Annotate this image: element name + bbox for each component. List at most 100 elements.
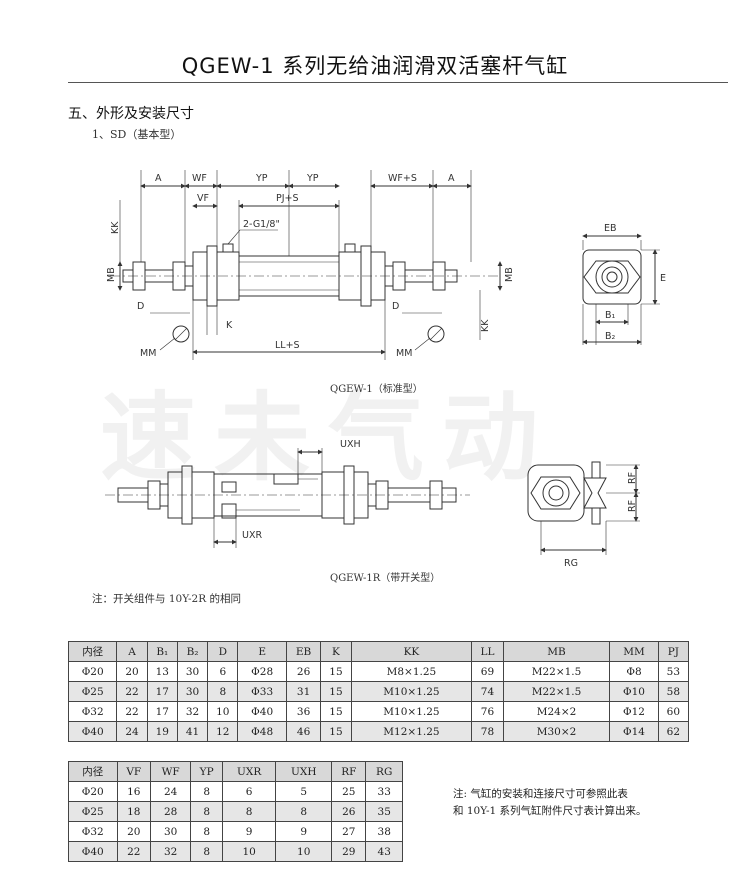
table-cell: 30 — [176, 681, 209, 702]
table-header-cell: MB — [502, 641, 611, 662]
page-title: QGEW-1 系列无给油润滑双活塞杆气缸 — [181, 54, 569, 78]
dim-label-mb-right: MB — [504, 267, 515, 282]
dim-label-kk-left: KK — [110, 221, 121, 234]
table-cell: 69 — [471, 661, 504, 682]
table-cell: M30×2 — [502, 721, 611, 742]
table-cell: 20 — [116, 661, 148, 682]
table-cell: 32 — [176, 701, 209, 722]
table-header-cell: B₂ — [176, 641, 209, 662]
table-cell: 6 — [207, 661, 239, 682]
table-cell: 20 — [116, 821, 152, 842]
table-header-cell: UXR — [221, 761, 277, 782]
table-cell: 15 — [320, 721, 352, 742]
table-header-cell: EB — [285, 641, 322, 662]
table-header-cell: A — [116, 641, 148, 662]
dim-label-k: K — [226, 320, 233, 331]
table-cell: 24 — [150, 781, 192, 802]
table-cell: 8 — [190, 801, 223, 822]
table-cell: 58 — [657, 681, 690, 702]
table-cell: 43 — [365, 841, 403, 862]
table-cell: 53 — [657, 661, 690, 682]
table-cell: 38 — [365, 821, 403, 842]
table-cell: 8 — [221, 801, 277, 822]
dim-label-d-left: D — [137, 301, 144, 312]
table-cell: 8 — [275, 801, 333, 822]
table-cell: 27 — [331, 821, 367, 842]
table-cell: 8 — [190, 781, 223, 802]
table-cell: 41 — [176, 721, 209, 742]
table-cell: Φ32 — [68, 821, 118, 842]
table-cell: M22×1.5 — [502, 681, 611, 702]
table-note-line1: 注: 气缸的安装和连接尺寸可参照此表 — [453, 788, 628, 800]
table-cell: 35 — [365, 801, 403, 822]
table-cell: M8×1.25 — [350, 661, 473, 682]
table-cell: Φ25 — [67, 681, 118, 702]
dim-label-kk-right: KK — [480, 319, 491, 332]
subsection-heading: 1、SD（基本型） — [92, 128, 182, 141]
table-cell: M10×1.25 — [350, 681, 473, 702]
table-cell: 30 — [176, 661, 209, 682]
table-header-cell: KK — [350, 641, 473, 662]
table-cell: 17 — [146, 701, 178, 722]
table-cell: M10×1.25 — [350, 701, 473, 722]
section-heading: 五、外形及安装尺寸 — [68, 106, 194, 122]
dim-label-rf-top: RF — [627, 472, 638, 484]
table-cell: 10 — [207, 701, 239, 722]
table-cell: 17 — [146, 681, 178, 702]
table-header-cell: B₁ — [146, 641, 178, 662]
dim-label-pj: PJ+S — [276, 193, 299, 204]
dim-label-a-left: A — [155, 173, 162, 184]
technical-drawing: A WF VF YP YP PJ+S WF+S A 2-G1/8" KK MB … — [105, 170, 666, 569]
table-cell: M24×2 — [502, 701, 611, 722]
table-cell: 32 — [150, 841, 192, 862]
dim-label-rf-bottom: RF — [627, 500, 638, 512]
switch-note: 注：开关组件与 10Y-2R 的相同 — [92, 593, 241, 605]
table-cell: 76 — [471, 701, 504, 722]
dim-label-wf-left: WF — [192, 173, 207, 184]
table-cell: M22×1.5 — [502, 661, 611, 682]
dim-label-a-right: A — [448, 173, 455, 184]
table-header-cell: YP — [190, 761, 223, 782]
table-cell: 16 — [116, 781, 152, 802]
table-cell: 22 — [116, 841, 152, 862]
table-cell: Φ10 — [609, 681, 659, 702]
dim-label-d-right: D — [392, 301, 399, 312]
dim-label-rg: RG — [564, 558, 578, 569]
table-cell: 15 — [320, 701, 352, 722]
table-cell: 8 — [190, 841, 223, 862]
table-cell: 13 — [146, 661, 178, 682]
table-cell: 33 — [365, 781, 403, 802]
table-note-line2: 和 10Y-1 系列气缸附件尺寸表计算出来。 — [453, 805, 647, 817]
dim-label-mb-left: MB — [106, 267, 117, 282]
table-cell: Φ12 — [609, 701, 659, 722]
table-cell: 74 — [471, 681, 504, 702]
dim-label-eb: EB — [604, 223, 617, 234]
table-header-cell: WF — [150, 761, 192, 782]
table-cell: 28 — [150, 801, 192, 822]
table-note: 注: 气缸的安装和连接尺寸可参照此表 和 10Y-1 系列气缸附件尺寸表计算出来… — [453, 786, 647, 820]
table-cell: Φ33 — [237, 681, 287, 702]
table-cell: 10 — [221, 841, 277, 862]
dim-label-mm-left: MM — [140, 348, 156, 359]
table-header-cell: 内径 — [68, 761, 118, 782]
table-header-cell: 内径 — [67, 641, 118, 662]
table-cell: Φ8 — [609, 661, 659, 682]
table-cell: Φ32 — [67, 701, 118, 722]
table-cell: Φ40 — [67, 721, 118, 742]
table-header-cell: PJ — [657, 641, 690, 662]
table-cell: 31 — [285, 681, 322, 702]
drawing2-caption: QGEW-1R（带开关型） — [330, 573, 441, 584]
table-header-cell: UXH — [275, 761, 333, 782]
table-header-cell: MM — [609, 641, 659, 662]
table-cell: 26 — [331, 801, 367, 822]
table-cell: 9 — [221, 821, 277, 842]
table-cell: 25 — [331, 781, 367, 802]
